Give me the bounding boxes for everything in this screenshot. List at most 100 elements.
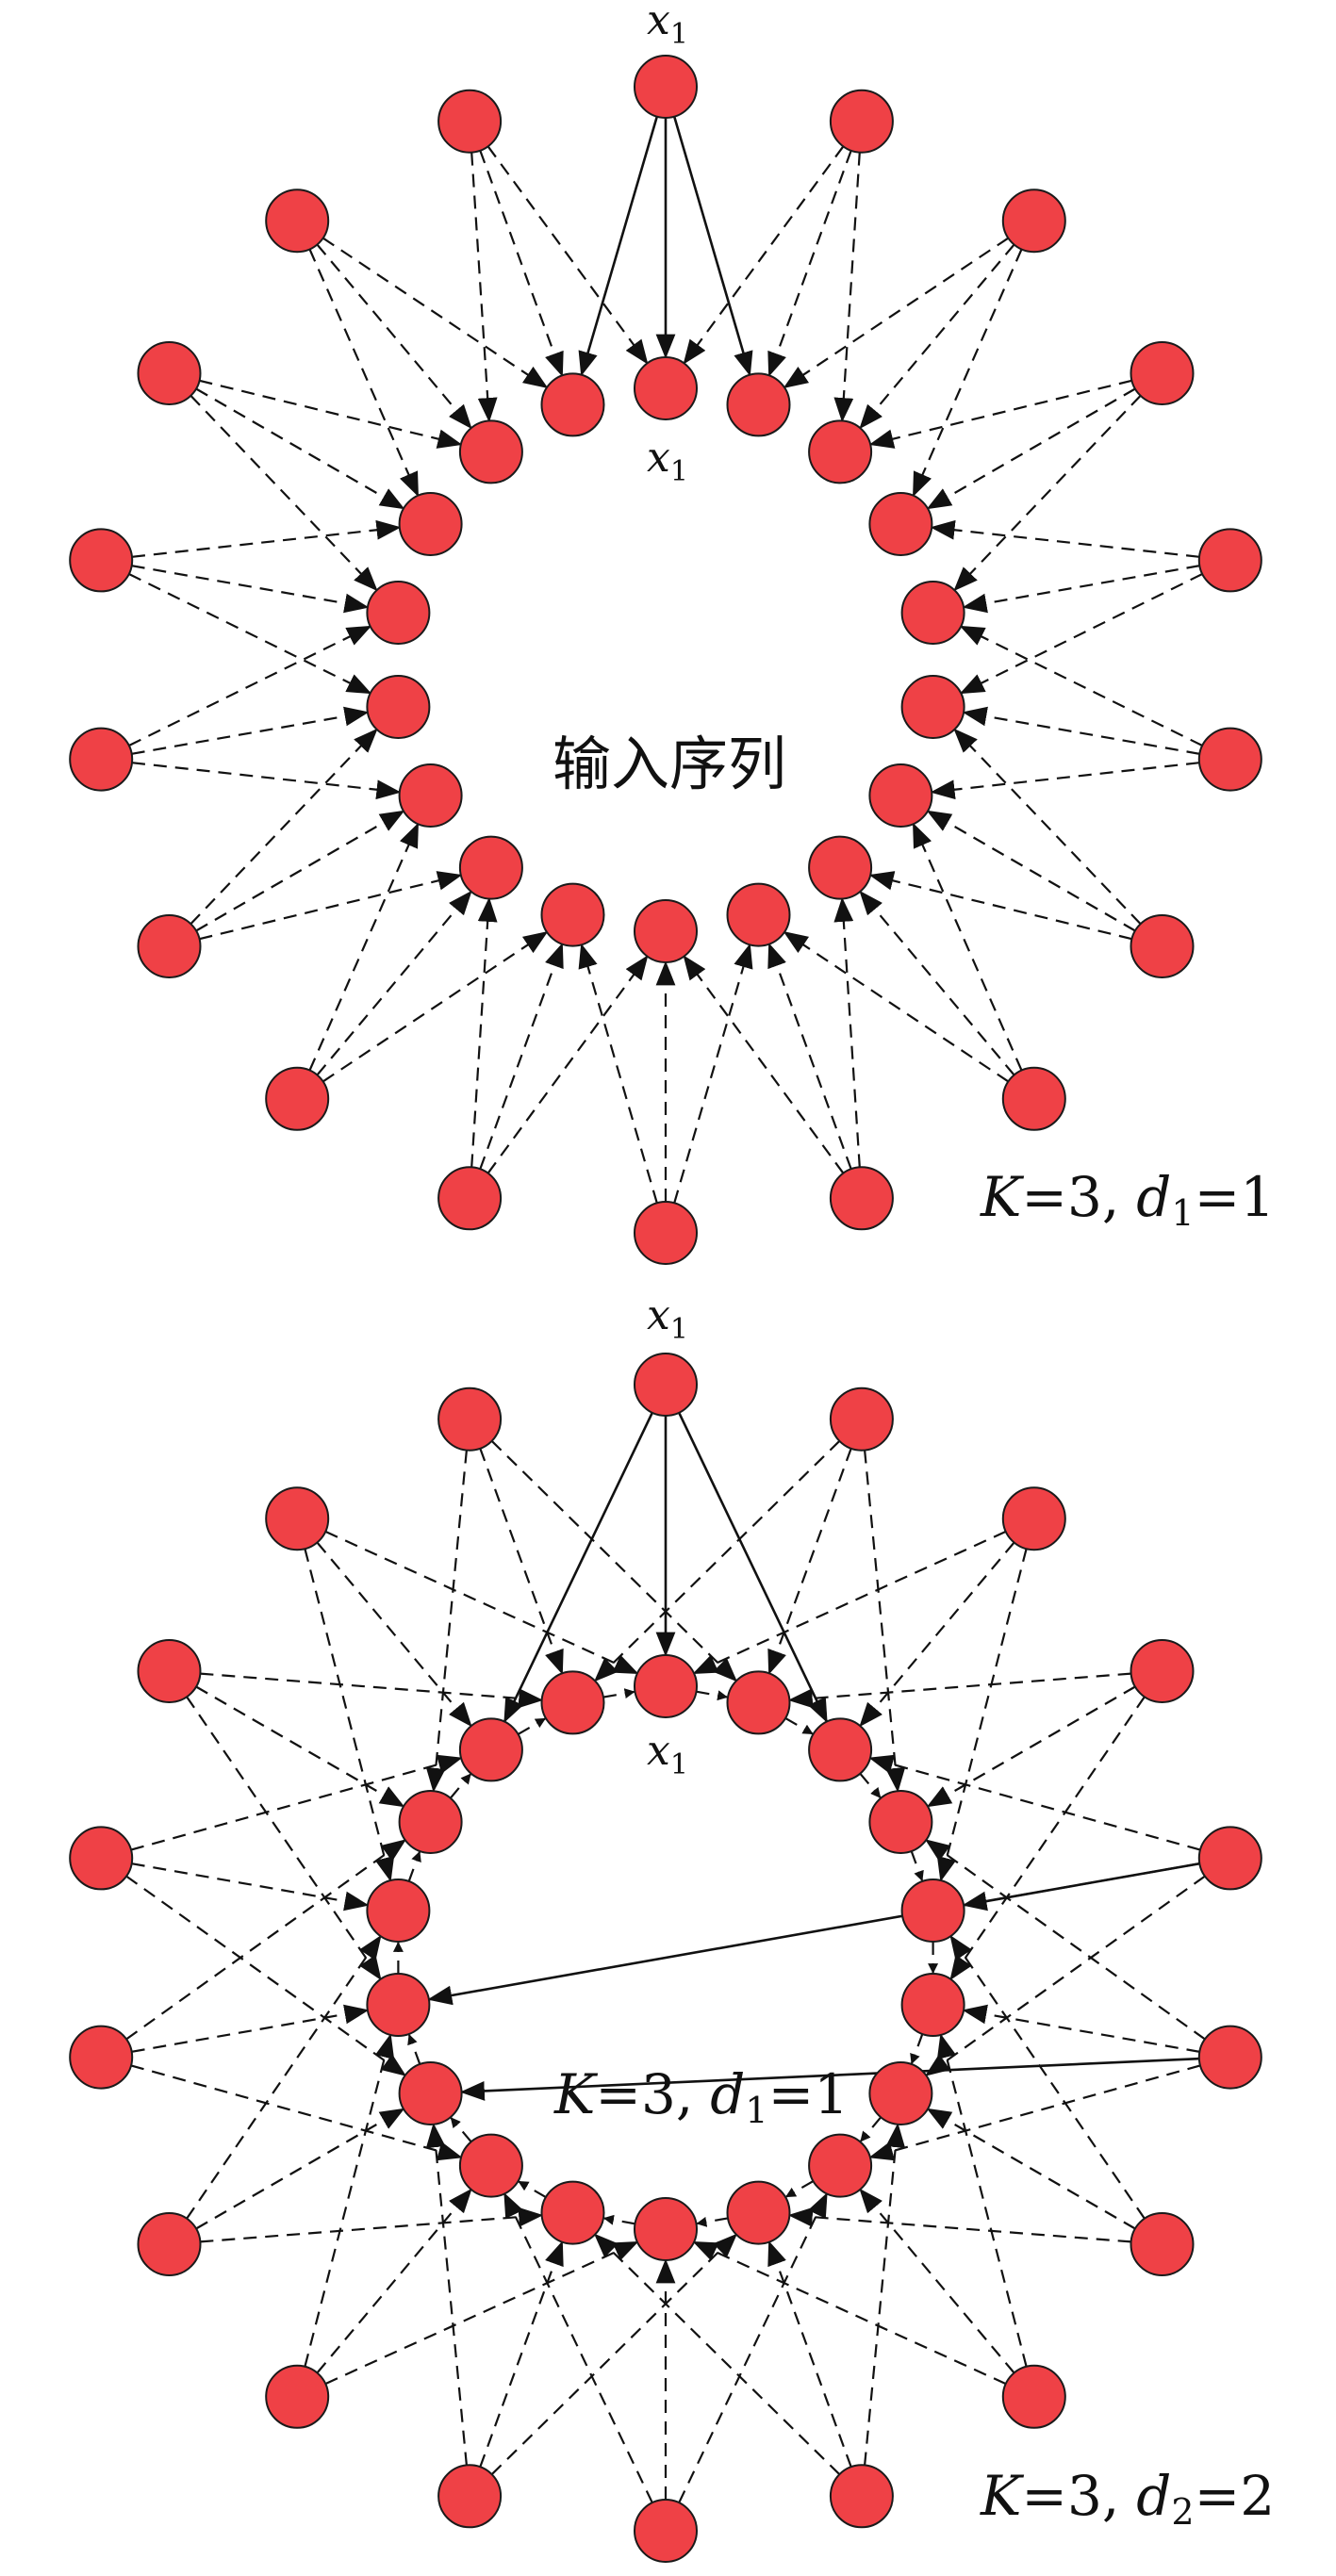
inner-node-bottom-16 (458, 1717, 523, 1782)
inner-node-top-2 (808, 419, 873, 484)
inner-node-top-6 (868, 763, 933, 828)
edge-bottom-15-13 (186, 1696, 382, 1981)
outer-node-bottom-13 (69, 2025, 134, 2090)
ring-arrow-9 (602, 2214, 635, 2225)
center-text-top: 输入序列 (553, 730, 786, 798)
outer-node-top-12 (137, 914, 202, 978)
edge-top-1-2 (833, 152, 861, 423)
inner-node-top-12 (398, 763, 463, 828)
inner-node-top-7 (808, 835, 873, 900)
inner-node-top-9 (634, 899, 698, 963)
inner-node-bottom-11 (458, 2133, 523, 2198)
ring-arrow-0 (696, 1690, 729, 1701)
inner-node-bottom-3 (868, 1790, 933, 1854)
ring-arrow-10 (518, 2180, 547, 2199)
outer-node-top-15 (137, 341, 202, 405)
ring-arrow-8 (696, 2216, 729, 2227)
edge-top-2-3 (913, 249, 1023, 498)
outer-node-bottom-8 (829, 2464, 894, 2529)
edge-top-9-8 (673, 943, 753, 1204)
edge-bottom-16-16 (316, 1541, 472, 1728)
edge-top-6-6 (926, 810, 1136, 932)
outer-node-bottom-16 (265, 1486, 330, 1551)
edge-top-13-12 (131, 762, 402, 800)
edge-top-12-11 (199, 871, 463, 941)
outer-node-bottom-15 (137, 1639, 202, 1703)
inner-node-bottom-14 (366, 1879, 431, 1943)
ring-arrow-17 (602, 1688, 635, 1699)
caption-top: K=3,d1=1 (980, 1165, 1275, 1234)
inner-node-top-13 (366, 675, 431, 739)
outer-node-top-14 (69, 528, 134, 593)
inner-node-bottom-0 (634, 1654, 698, 1718)
edge-top-9-10 (578, 943, 658, 1204)
inner-node-top-15 (398, 492, 463, 556)
edge-top-17-16 (470, 152, 498, 423)
inner-node-top-3 (868, 492, 933, 556)
inner-node-bottom-13 (366, 1973, 431, 2037)
outer-node-top-6 (1130, 914, 1195, 978)
edges-bottom (125, 1412, 1206, 2503)
edge-top-10-9 (487, 955, 649, 1174)
outer-node-bottom-2 (1001, 1486, 1066, 1551)
edge-top-1-1 (767, 150, 852, 377)
outer-node-bottom-7 (1001, 2364, 1066, 2429)
edge-bottom-14-12 (125, 1875, 407, 2076)
outer-node-bottom-9 (634, 2499, 698, 2563)
ring-arrow-2 (859, 1772, 882, 1798)
outer-node-top-10 (437, 1166, 503, 1231)
edge-top-1-0 (683, 145, 845, 365)
outer-node-top-0 (634, 55, 698, 119)
edge-bottom-5-5 (962, 2004, 1200, 2053)
edge-top-7-6 (913, 822, 1023, 1071)
ring-arrow-12 (407, 2033, 421, 2065)
edge-bottom-17-15 (425, 1450, 468, 1793)
ring-arrow-6 (860, 2116, 882, 2142)
edge-top-3-2 (868, 379, 1132, 449)
edge-top-0-1 (672, 116, 753, 377)
outer-node-top-17 (437, 89, 503, 154)
ring-arrow-11 (450, 2117, 472, 2143)
edge-top-3-4 (953, 395, 1142, 592)
inner-node-bottom-12 (398, 2061, 463, 2125)
edge-bottom-15-17 (200, 1672, 544, 1709)
edge-top-14-13 (128, 573, 372, 695)
outer-ring-bottom (69, 1353, 1262, 2563)
inner-label-top: x1 (647, 434, 688, 488)
edge-top-0-17 (578, 116, 659, 377)
edge-top-5-6 (930, 762, 1200, 800)
diagram-bottom: x1 x1 K=3,d1=1 K=3,d2=2 (69, 1291, 1275, 2563)
edge-bottom-11-11 (316, 2188, 472, 2374)
edge-top-11-11 (316, 890, 472, 1076)
inner-node-bottom-15 (398, 1790, 463, 1854)
edge-top-6-7 (868, 871, 1132, 941)
edge-top-5-4 (959, 625, 1203, 747)
edge-bottom-14-14 (131, 1862, 370, 1911)
edge-top-10-10 (479, 943, 564, 1170)
edge-top-16-15 (308, 249, 419, 498)
inner-node-top-0 (634, 356, 698, 420)
inner-node-bottom-17 (540, 1670, 605, 1735)
outer-node-top-7 (1001, 1066, 1066, 1131)
edge-solid-bottom-4-13 (427, 1862, 1200, 2006)
outer-node-top-3 (1130, 341, 1195, 405)
ring-arrow-5 (910, 2033, 924, 2065)
outer-node-bottom-5 (1197, 2025, 1262, 2090)
edge-top-10-11 (470, 896, 498, 1168)
edge-bottom-0-2 (678, 1412, 828, 1724)
edge-top-3-3 (926, 387, 1136, 510)
inner-node-bottom-5 (900, 1973, 965, 2037)
edge-top-13-14 (128, 625, 372, 747)
edge-top-4-3 (930, 519, 1200, 558)
inner-node-bottom-6 (868, 2061, 933, 2125)
edge-solid-bottom-5-12 (459, 2057, 1199, 2101)
edge-bottom-15-15 (195, 1685, 405, 1808)
edge-bottom-12-14 (186, 1934, 382, 2220)
inner-node-top-16 (458, 419, 523, 484)
outer-node-bottom-11 (265, 2364, 330, 2429)
edge-bottom-5-3 (924, 1839, 1206, 2041)
outer-node-top-4 (1197, 528, 1262, 593)
edge-top-15-16 (199, 379, 463, 449)
inner-node-top-4 (900, 581, 965, 645)
